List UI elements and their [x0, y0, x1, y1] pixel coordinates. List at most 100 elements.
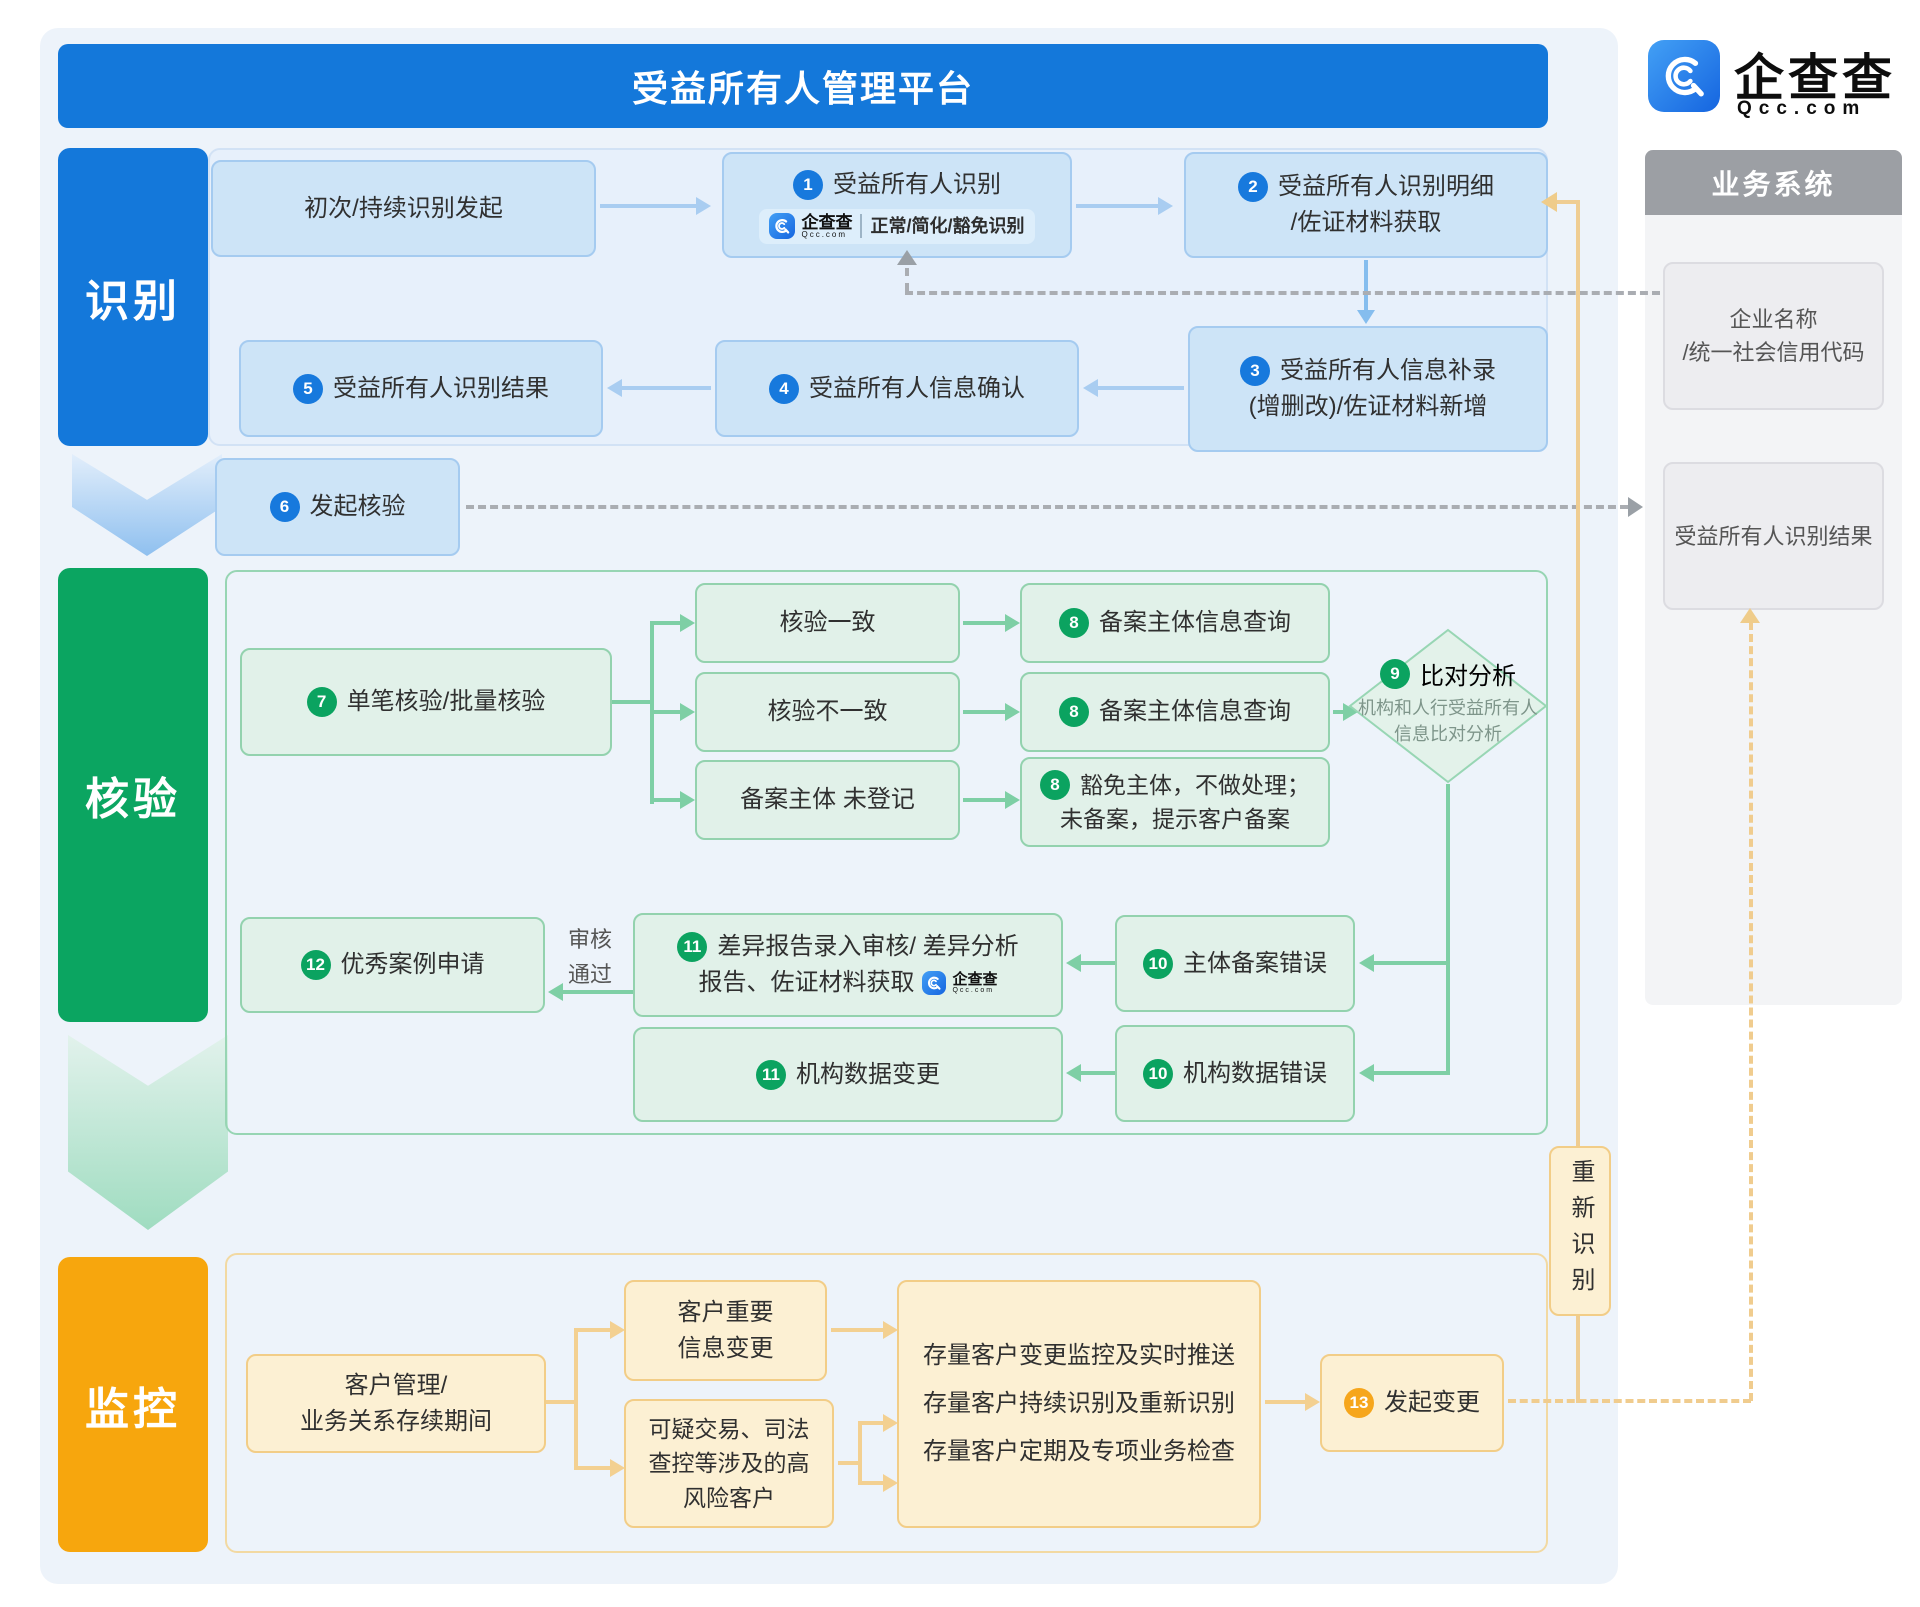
node-line3: 存量客户定期及专项业务检查	[923, 1438, 1235, 1465]
node-verify-mismatch: 核验不一致	[695, 672, 960, 752]
node-3-info-supplement: 3 受益所有人信息补录 (增删改)/佐证材料新增	[1188, 326, 1548, 452]
connector-7-out	[612, 700, 652, 704]
node-4-info-confirm: 4 受益所有人信息确认	[715, 340, 1079, 437]
connector-reidentify-vertical	[1576, 200, 1580, 1403]
connector-m2-out	[838, 1461, 860, 1465]
node-result-to-system: 受益所有人识别结果	[1663, 462, 1884, 610]
node-label: 单笔核验/批量核验	[346, 688, 546, 715]
node-label: 核验不一致	[767, 698, 888, 725]
node-subject-unregistered: 备案主体 未登记	[695, 760, 960, 840]
node-2-identification-detail: 2 受益所有人识别明细 /佐证材料获取	[1184, 152, 1548, 258]
connector-9-down	[1446, 784, 1450, 1075]
node-line1: 差异报告录入审核/ 差异分析	[717, 933, 1019, 960]
arrow-8b-to-9	[1333, 710, 1343, 714]
qcc-mode-badge: 企查查 Qcc.com 正常/简化/豁免识别	[759, 208, 1035, 244]
node-line2: 信息变更	[677, 1334, 774, 1362]
qcc-mini-logo-icon	[769, 213, 796, 239]
connector-msrc-out	[546, 1400, 576, 1404]
step-5-badge: 5	[293, 373, 323, 404]
arrow-9-to-10b	[1374, 1071, 1450, 1075]
dashed-right-arrowhead-icon	[1628, 497, 1643, 517]
arrow-7-to-unregistered	[650, 798, 680, 802]
arrow-7-to-match	[650, 621, 680, 625]
step-8-badge: 8	[1040, 769, 1070, 800]
arrow-msrc-to-m2	[574, 1466, 610, 1470]
node-11-institution-data-change: 11 机构数据变更	[633, 1027, 1063, 1122]
step-3-badge: 3	[1240, 356, 1270, 386]
arrow-big-to-13	[1265, 1400, 1305, 1404]
reidentify-left-arrowhead-icon	[1541, 192, 1557, 212]
node-company-name: 企业名称 /统一社会信用代码	[1663, 262, 1884, 410]
panel-verify	[225, 570, 1548, 1135]
node-label: 受益所有人识别	[832, 170, 1001, 198]
arrow-m2-to-big-1	[858, 1421, 883, 1425]
node-12-excellent-case: 12 优秀案例申请	[240, 917, 545, 1013]
sidebar-verify: 核验	[58, 568, 208, 1022]
result-label: 受益所有人识别结果	[1674, 523, 1873, 549]
dashed-company-to-identify	[905, 291, 1660, 295]
node-1-bo-identification: 1 受益所有人识别 企查查 Qcc.com	[722, 152, 1072, 258]
node-label: 比对分析	[1420, 663, 1516, 690]
node-11-diff-report-review: 11 差异报告录入审核/ 差异分析 报告、佐证材料获取 企查查 Qcc.com	[633, 913, 1063, 1017]
node-high-risk-customer: 可疑交易、司法 查控等涉及的高 风险客户	[624, 1399, 834, 1528]
review-pass-label: 审核 通过	[567, 927, 612, 988]
arrow-4-to-5	[622, 386, 711, 390]
node-line1: 受益所有人识别明细	[1278, 173, 1494, 200]
node-line1: 存量客户变更监控及实时推送	[923, 1342, 1235, 1369]
business-system-title: 业务系统	[1711, 168, 1836, 200]
node-line2: (增删改)/佐证材料新增	[1248, 393, 1488, 420]
dashed-13-up-to-result	[1749, 622, 1753, 1401]
qcc-mini-name: 企查查	[952, 971, 998, 988]
node-10-institution-data-error: 10 机构数据错误	[1115, 1025, 1355, 1122]
node-reidentify: 重新识别	[1549, 1146, 1611, 1316]
node-line2: 业务关系存续期间	[300, 1407, 492, 1435]
sidebar-identify-label: 识别	[85, 277, 181, 326]
arrow-9-to-10a	[1374, 961, 1450, 965]
node-10-subject-filing-error: 10 主体备案错误	[1115, 915, 1355, 1012]
step-4-badge: 4	[769, 373, 799, 404]
step-13-badge: 13	[1344, 1388, 1374, 1418]
node-line1: 可疑交易、司法	[648, 1415, 810, 1442]
node-6-start-verification: 6 发起核验	[215, 458, 460, 556]
arrow-init-to-1	[600, 204, 696, 208]
step-12-badge: 12	[300, 950, 331, 980]
company-line1: 企业名称	[1729, 307, 1818, 332]
identify-modes-label: 正常/简化/豁免识别	[870, 215, 1025, 236]
node-8-registered-subject-query-b: 8 备案主体信息查询	[1020, 672, 1330, 752]
node-line1: 客户管理/	[344, 1371, 448, 1399]
node-label: 初次/持续识别发起	[304, 194, 503, 222]
brand-name: 企查查	[1734, 50, 1896, 106]
step-8-badge: 8	[1059, 608, 1089, 638]
step-9-badge: 9	[1380, 658, 1410, 689]
node-line2: /佐证材料获取	[1290, 209, 1442, 236]
node-5-identification-result: 5 受益所有人识别结果	[239, 340, 603, 437]
node-label: 机构数据变更	[796, 1060, 940, 1088]
step-10-badge: 10	[1143, 948, 1173, 979]
node-line1: 客户重要	[677, 1298, 774, 1326]
qcc-mini-name: 企查查	[801, 212, 853, 232]
node-8-registered-subject-query-a: 8 备案主体信息查询	[1020, 583, 1330, 663]
node-stock-customer-monitoring: 存量客户变更监控及实时推送 存量客户持续识别及重新识别 存量客户定期及专项业务检…	[897, 1280, 1261, 1528]
arrow-m1-to-big	[831, 1328, 883, 1332]
dashed-verify-to-system	[466, 505, 1628, 509]
node-subline1: 机构和人行受益所有人	[1358, 698, 1538, 718]
arrow-mismatch-to-8b	[963, 710, 1005, 714]
dashed-13-right	[1508, 1399, 1751, 1403]
qcc-spiral-icon	[1665, 56, 1704, 97]
step-11-badge: 11	[677, 932, 708, 962]
arrow-10a-to-11a	[1081, 961, 1115, 965]
node-initial-identification: 初次/持续识别发起	[211, 160, 596, 257]
sidebar-verify-label: 核验	[85, 775, 181, 824]
step-11-badge: 11	[756, 1059, 786, 1090]
step-1-badge: 1	[792, 169, 823, 200]
qcc-logo-icon	[1648, 40, 1720, 112]
node-line2: 存量客户持续识别及重新识别	[923, 1390, 1235, 1417]
sidebar-identify: 识别	[58, 148, 208, 446]
arrow-match-to-8a	[963, 621, 1005, 625]
dashed-company-up-segment	[905, 268, 909, 291]
node-line3: 风险客户	[683, 1484, 775, 1511]
arrow-7-to-mismatch	[650, 710, 680, 714]
arrow-3-to-4	[1098, 386, 1184, 390]
connector-m2-split	[858, 1421, 862, 1485]
step-10-badge: 10	[1143, 1058, 1173, 1089]
